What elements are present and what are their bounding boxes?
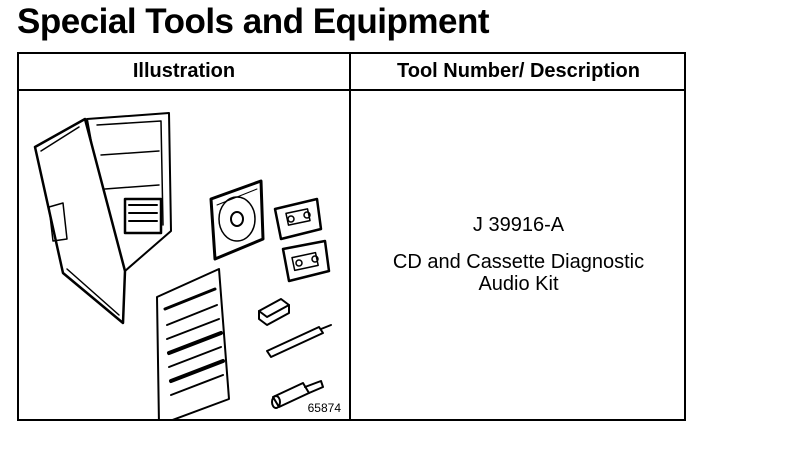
description-cell: J 39916-A CD and Cassette Diagnostic Aud… xyxy=(351,91,686,419)
special-tools-table: Illustration Tool Number/ Description xyxy=(17,52,686,421)
header-tool-number-description: Tool Number/ Description xyxy=(397,60,640,82)
test-probe-icon xyxy=(266,324,332,358)
compact-disc-icon xyxy=(209,179,265,261)
column-divider xyxy=(349,54,351,419)
header-divider xyxy=(19,89,684,91)
page-title: Special Tools and Equipment xyxy=(17,2,490,41)
tool-description-line: CD and Cassette Diagnostic xyxy=(392,251,645,273)
tool-number: J 39916-A xyxy=(472,214,565,236)
header-illustration: Illustration xyxy=(132,60,236,82)
instruction-sheet-icon xyxy=(156,268,230,419)
tool-description: CD and Cassette Diagnostic Audio Kit xyxy=(351,251,686,295)
cassette-tape-icon xyxy=(273,197,323,241)
tool-description-line: Audio Kit xyxy=(478,273,559,295)
illustration-cell: 65874 xyxy=(19,91,349,419)
cassette-tape-icon xyxy=(281,239,331,283)
adapter-plug-icon xyxy=(271,380,324,409)
carrying-case-icon xyxy=(33,112,172,325)
adapter-block-icon xyxy=(258,298,290,326)
audio-kit-illustration xyxy=(33,112,332,419)
figure-number: 65874 xyxy=(307,401,341,415)
